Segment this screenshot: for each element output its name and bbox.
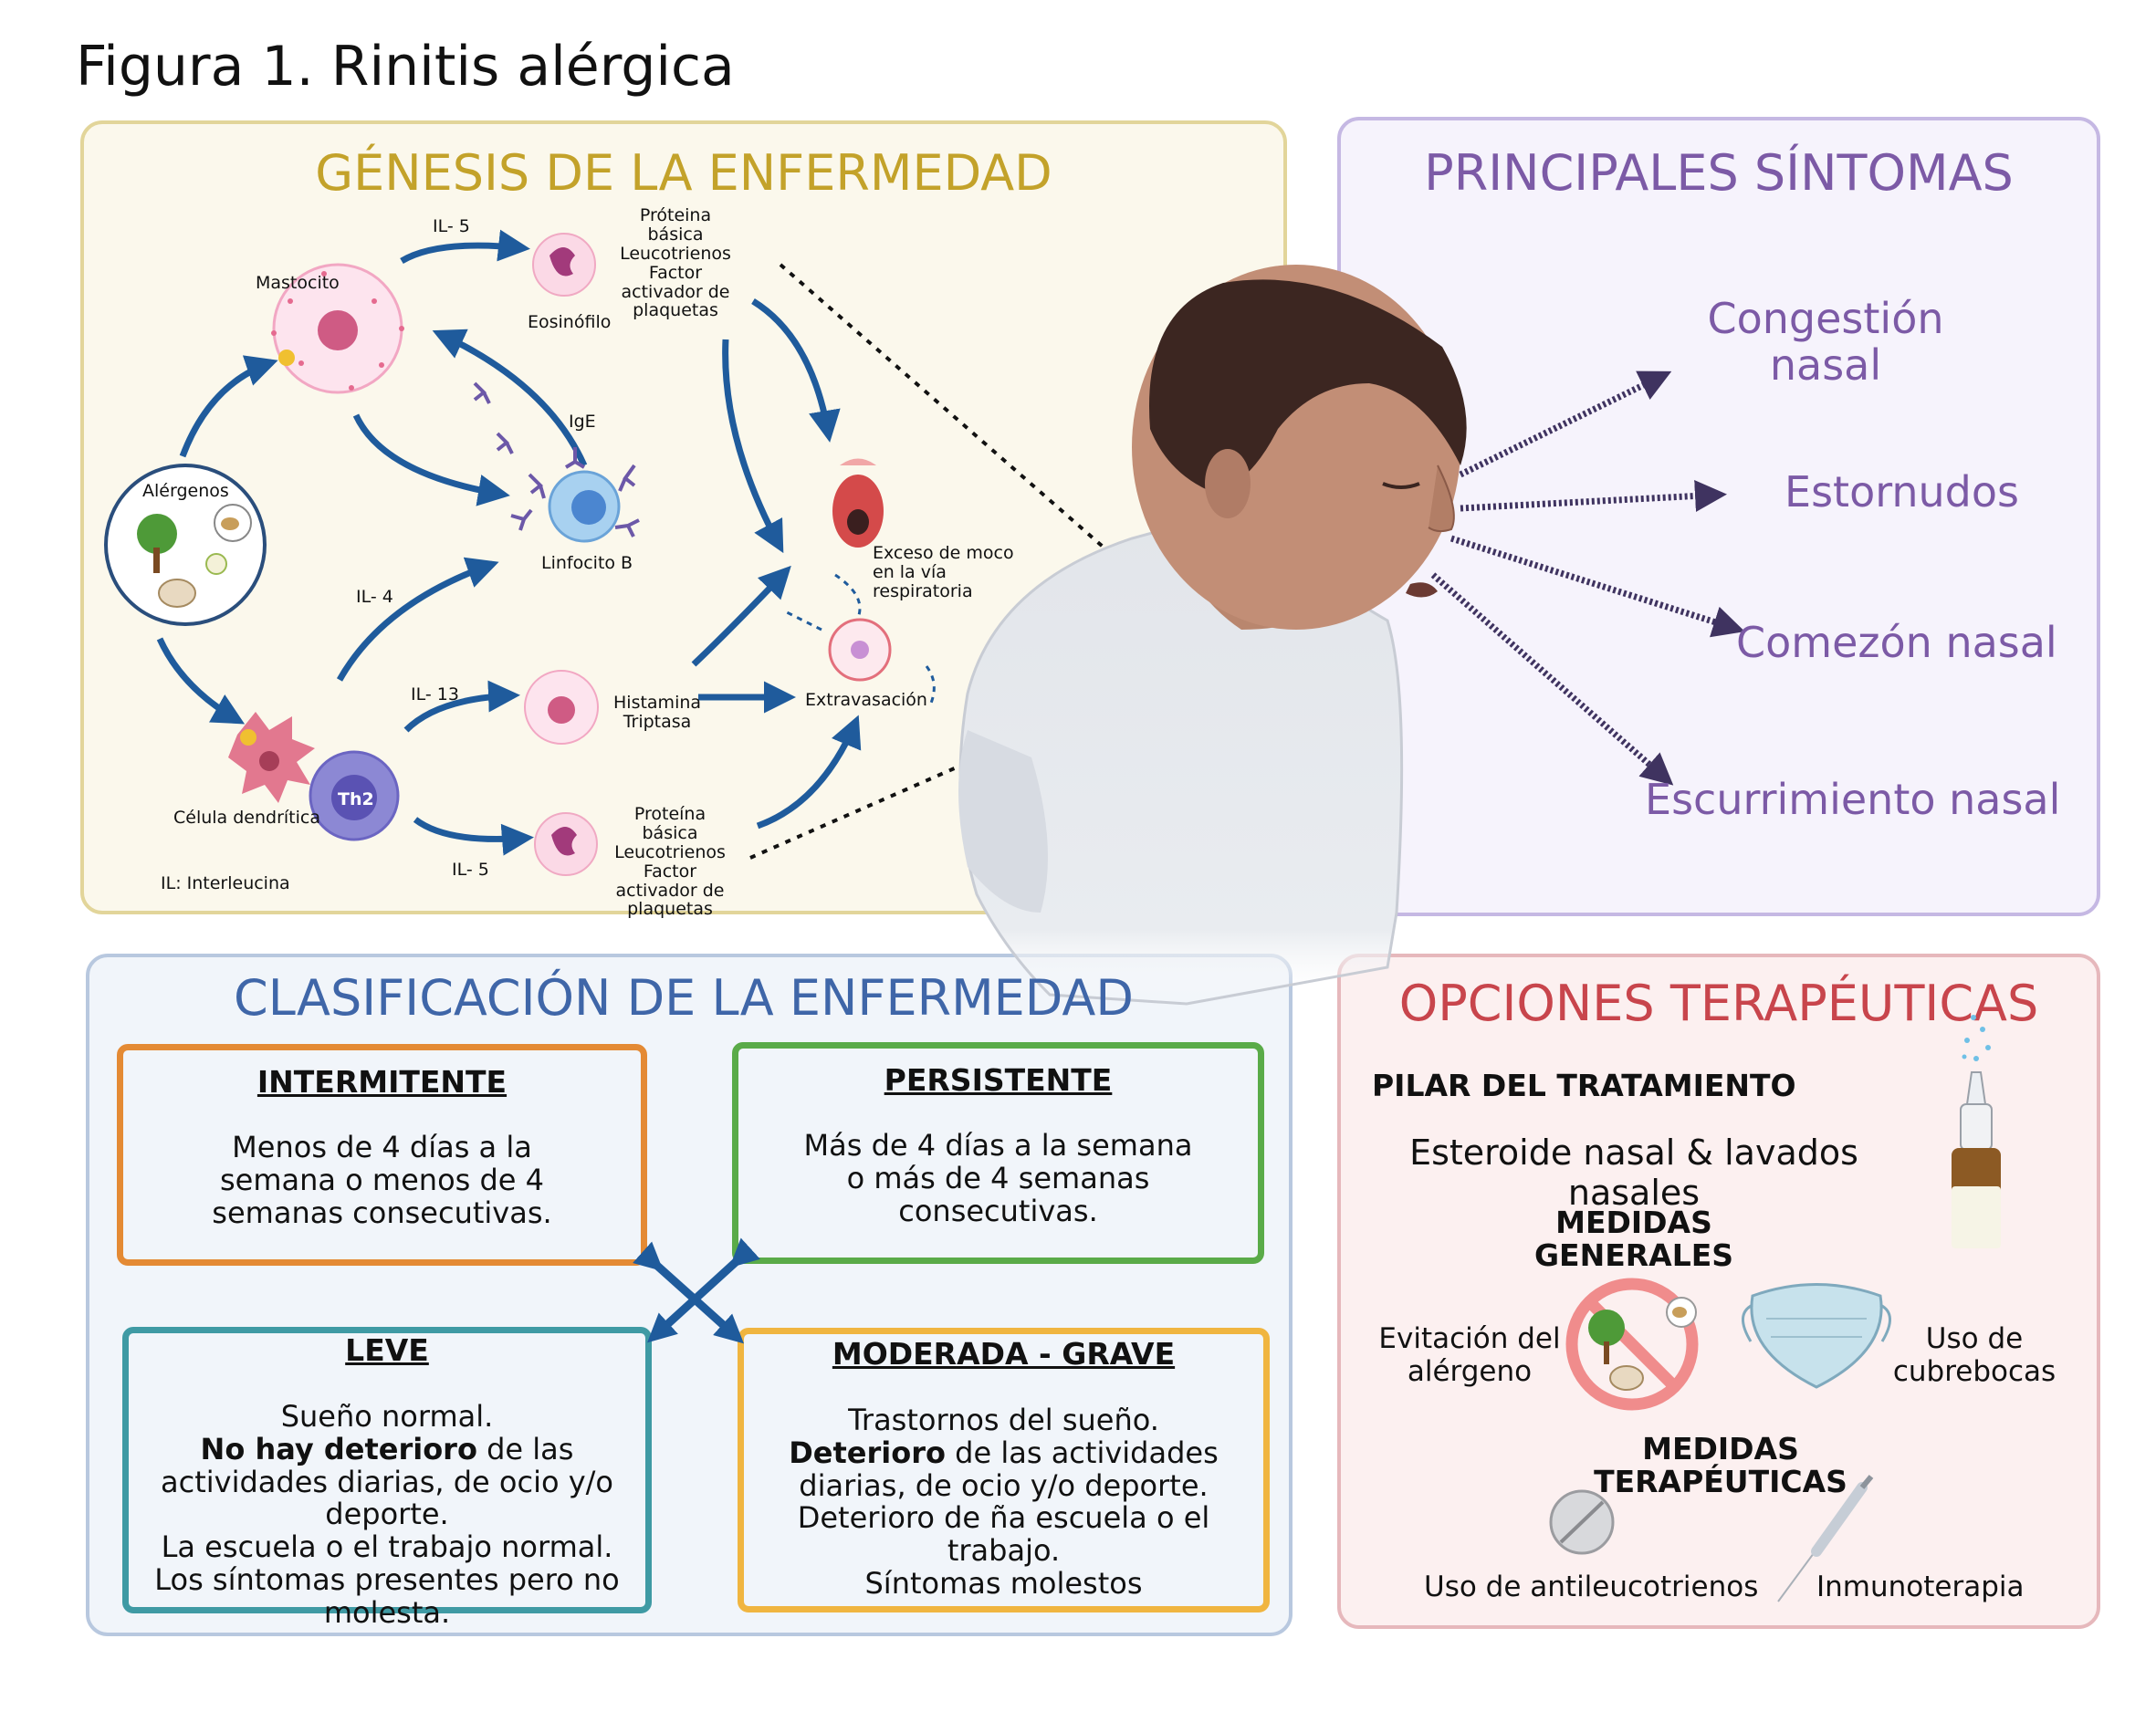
nasal-spray-icon [1952, 1015, 2001, 1248]
leve-bold: No hay deterioro [200, 1431, 477, 1466]
classification-title: CLASIFICACIÓN DE LA ENFERMEDAD [234, 969, 1134, 1027]
leve-line3: actividades diarias, de ocio y/o deporte… [154, 1464, 620, 1630]
label-eosinofilo: Eosinófilo [528, 312, 612, 332]
symptom-estornudos: Estornudos [1784, 467, 2019, 517]
moderada-line1: Trastornos del sueño. [848, 1403, 1159, 1437]
therapy-evitacion: Evitación del alérgeno [1378, 1322, 1561, 1388]
therapy-esteroide: Esteroide nasal & lavados nasales [1409, 1132, 1858, 1213]
label-extravasacion: Extravasación [805, 690, 927, 710]
intermitente-text: Menos de 4 días a la semana o menos de 4… [212, 1130, 552, 1230]
label-alergenos: Alérgenos [142, 481, 229, 501]
pill-icon [1549, 1489, 1615, 1555]
therapy-antileucotrienos: Uso de antileucotrienos [1424, 1571, 1759, 1603]
label-proteina-bottom: Proteína básica Leucotrienos Factor acti… [614, 804, 726, 920]
leve-line2-rest: de las [476, 1431, 574, 1466]
label-il5-top: IL- 5 [433, 216, 470, 236]
label-histamina: Histamina Triptasa [613, 693, 702, 732]
figure-title: Figura 1. Rinitis alérgica [76, 35, 735, 99]
persistente-text: Más de 4 días a la semana o más de 4 sem… [803, 1128, 1193, 1228]
label-celula-dendritica: Célula dendrítica [173, 808, 320, 828]
card-leve [122, 1327, 652, 1613]
label-th2: Th2 [338, 789, 374, 809]
moderada-heading: MODERADA - GRAVE [832, 1336, 1176, 1372]
therapy-panel [1337, 954, 2100, 1629]
therapy-cubrebocas: Uso de cubrebocas [1892, 1322, 2057, 1388]
symptom-escurrimiento: Escurrimiento nasal [1645, 775, 2061, 824]
moderada-line2-rest: de las actividades [946, 1435, 1219, 1470]
syringe-icon [1777, 1475, 1874, 1602]
card-persistente [732, 1042, 1264, 1264]
moderada-text: Trastornos del sueño. Deterioro de las a… [738, 1404, 1270, 1601]
therapy-title: OPCIONES TERAPÉUTICAS [1398, 975, 2039, 1032]
symptom-congestion: Congestión nasal [1707, 294, 1944, 390]
leve-line1: Sueño normal. [280, 1399, 494, 1434]
label-il13: IL- 13 [411, 684, 459, 704]
moderada-line3: diarias, de ocio y/o deporte. Deterioro … [797, 1467, 1210, 1602]
moderada-line2: Deterioro de las actividades [738, 1435, 1270, 1470]
label-il5-bottom: IL- 5 [452, 860, 489, 880]
label-il-note: IL: Interleucina [161, 873, 290, 893]
label-ige: IgE [569, 412, 596, 432]
card-intermitente [117, 1044, 647, 1266]
label-proteina-top: Próteina básica Leucotrienos Factor acti… [620, 205, 731, 321]
face-mask-icon [1742, 1283, 1891, 1389]
therapy-inmunoterapia: Inmunoterapia [1816, 1571, 2025, 1603]
symptoms-panel [1337, 117, 2100, 916]
symptom-comezon: Comezón nasal [1736, 618, 2057, 667]
label-mastocito: Mastocito [256, 273, 340, 293]
symptoms-title: PRINCIPALES SÍNTOMAS [1424, 144, 2014, 202]
genesis-title: GÉNESIS DE LA ENFERMEDAD [315, 144, 1052, 202]
leve-line2: No hay deterioro de las [122, 1431, 652, 1466]
label-linfocito-b: Linfocito B [541, 553, 633, 573]
intermitente-heading: INTERMITENTE [256, 1064, 508, 1100]
persistente-heading: PERSISTENTE [884, 1062, 1113, 1098]
moderada-bold: Deterioro [789, 1435, 946, 1470]
allergen-avoid-icon [1565, 1278, 1699, 1411]
leve-heading: LEVE [345, 1332, 429, 1368]
therapy-medidas-terapeuticas: MEDIDAS TERAPÉUTICAS [1594, 1431, 1847, 1500]
label-exceso-moco: Exceso de moco en la vía respiratoria [873, 543, 1014, 601]
card-moderada-grave [738, 1328, 1270, 1612]
therapy-medidas-generales: MEDIDAS GENERALES [1533, 1205, 1734, 1274]
leve-text: Sueño normal. No hay deterioro de las ac… [122, 1399, 652, 1630]
label-il4: IL- 4 [356, 587, 393, 607]
therapy-pilar: PILAR DEL TRATAMIENTO [1372, 1068, 1796, 1103]
